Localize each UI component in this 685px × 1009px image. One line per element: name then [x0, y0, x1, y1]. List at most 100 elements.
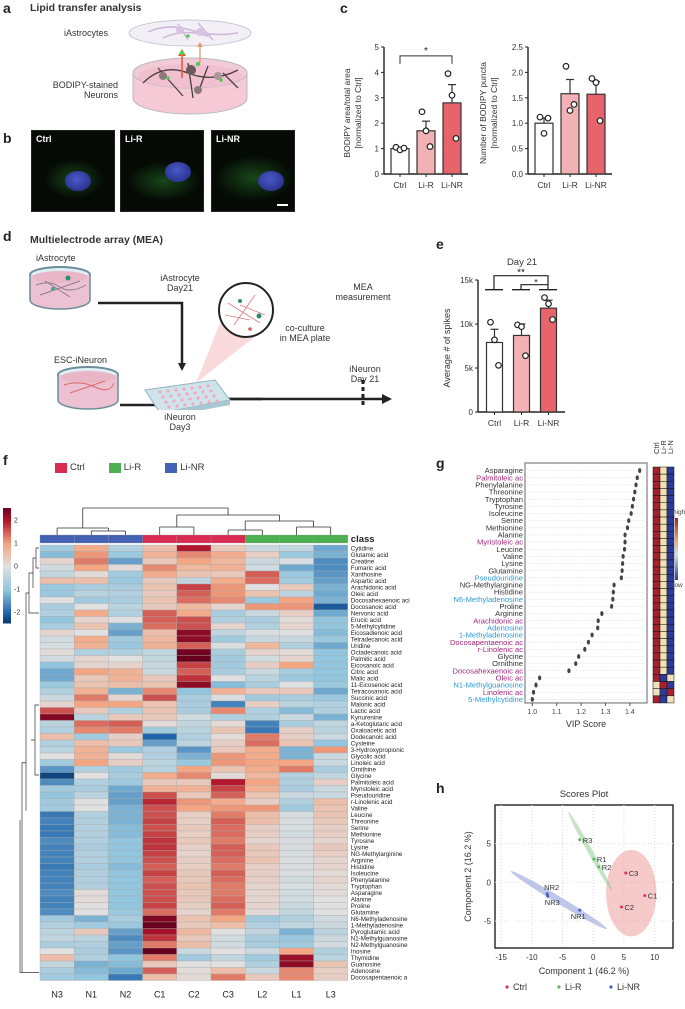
heatmap-column-label: N2: [120, 990, 132, 1000]
heatmap-row-label: Kynurenine: [351, 715, 383, 722]
heatmap-row-label: Dodecanoic acid: [351, 734, 397, 741]
coculture-label: co-culture in MEA plate: [270, 323, 340, 343]
y-tick-label: 2.0: [512, 68, 524, 77]
heatmap-row-label: Methionine: [351, 832, 382, 839]
vip-item-label: N1-Methylguanosine: [453, 681, 523, 690]
heatmap-row-label: Docosanoic acid: [351, 604, 397, 611]
heatmap-row-label: Tetracosanoic acid: [351, 689, 403, 696]
heatmap-row-label: a-Ketoglutaric acid: [351, 721, 403, 728]
heatmap-row-label: Eicosadienoic acid: [351, 630, 403, 637]
astrocyte-day-line1: iAstrocyte: [160, 273, 200, 283]
panel-a-letter: a: [3, 0, 11, 16]
svg-text:-1: -1: [14, 587, 20, 594]
heatmap-row-label: Isoleucine: [351, 871, 379, 878]
heatmap-row-label: 5-Methylcytidine: [351, 624, 396, 631]
x-tick-label: Ctrl: [537, 180, 550, 190]
y-tick-label: 1.5: [512, 94, 524, 103]
micrograph-label-li-r: Li-R: [125, 134, 143, 144]
heatmap-row-label: Proline: [351, 903, 371, 910]
svg-text:[normalized to Ctrl]: [normalized to Ctrl]: [489, 77, 499, 148]
vip-item-label: Glutamine: [488, 566, 523, 575]
ineuron-day21-line1: iNeuron: [349, 364, 381, 374]
svg-text:-2: -2: [14, 610, 20, 617]
mea-line1: MEA: [353, 282, 373, 292]
panel-h-letter: h: [436, 780, 445, 796]
pca-point-label: C3: [629, 869, 639, 878]
heatmap-column-label: L1: [291, 990, 301, 1000]
heatmap-row-label: Myristoleic acid: [351, 786, 394, 793]
svg-text:Day 21: Day 21: [507, 257, 537, 268]
heatmap-row-label: Alanine: [351, 897, 372, 904]
panel-d-letter: d: [3, 228, 12, 244]
heatmap-row-label: Eicosanoic acid: [351, 663, 395, 670]
legend-ctrl: Ctrl: [55, 462, 85, 473]
svg-text:0: 0: [591, 953, 596, 962]
panel-f-letter: f: [3, 452, 8, 468]
svg-text:Ctrl: Ctrl: [652, 442, 661, 454]
legend-swatch-li-r: [108, 462, 121, 473]
micrograph-label-li-nr: Li-NR: [216, 134, 240, 144]
heatmap-row-label: Arachidonic acid: [351, 585, 397, 592]
heatmap-row-label: Creatine: [351, 559, 375, 566]
coculture-line2: in MEA plate: [279, 333, 331, 343]
x-tick-label: Li-R: [514, 418, 530, 428]
heatmap-row-label: Pseudouridine: [351, 793, 391, 800]
heatmap-row-label: Inosine: [351, 949, 372, 956]
svg-text:*: *: [424, 46, 428, 57]
y-tick-label: 5k: [465, 364, 474, 373]
x-tick-label: Li-R: [418, 180, 434, 190]
legend-li-nr: Li-NR: [165, 462, 204, 473]
vip-item-label: Valine: [502, 552, 523, 561]
heatmap-column-label: L3: [326, 990, 336, 1000]
y-tick-label: 1: [375, 145, 380, 154]
svg-text:-5: -5: [484, 917, 492, 926]
svg-text:1.2: 1.2: [576, 709, 586, 716]
ineuron-day3-line1: iNeuron: [164, 412, 196, 422]
iastrocytes-label: iAstrocytes: [64, 28, 109, 38]
svg-text:**: **: [517, 268, 525, 279]
svg-text:Li-R: Li-R: [565, 982, 582, 992]
svg-text:*: *: [534, 278, 538, 288]
vip-item-label: Linolenic ac: [483, 688, 523, 697]
heatmap-column-label: C3: [222, 990, 234, 1000]
legend-label-ctrl: Ctrl: [70, 462, 85, 473]
astrocyte-day-line2: Day21: [166, 283, 193, 293]
heatmap-row-label: Erucic acid: [351, 617, 382, 624]
micrograph-label-ctrl: Ctrl: [36, 134, 52, 144]
heatmap-row-label: Palmitic acid: [351, 656, 386, 663]
svg-text:5: 5: [622, 953, 627, 962]
panel-d-title: Multielectrode array (MEA): [30, 234, 164, 246]
heatmap-row-label: Lysine: [351, 845, 369, 852]
ineuron-day3-line2: Day3: [169, 422, 191, 432]
heatmap-row-label: Adenosine: [351, 968, 381, 975]
y-tick-label: 0: [469, 408, 474, 417]
heatmap-class-legend: Ctrl Li-R Li-NR: [55, 462, 204, 473]
heatmap-row-label: Histidine: [351, 864, 375, 871]
vip-item-label: r-Linolenic ac: [478, 645, 523, 654]
micrograph-ctrl: Ctrl: [31, 130, 115, 212]
heatmap-row-label: Succinic acid: [351, 695, 388, 702]
heatmap-row-label: 11-Eicosenoic acid: [351, 682, 403, 689]
heatmap-row-label: Xanthosine: [351, 572, 383, 579]
mea-line2: measurement: [335, 292, 391, 302]
lipid-transfer-illustration: [128, 19, 252, 115]
y-tick-label: 0.5: [512, 145, 524, 154]
vip-item-label: Histidine: [494, 588, 523, 597]
pca-point-label: C1: [648, 891, 658, 900]
heatmap-row-label: Oleic acid: [351, 591, 379, 598]
y-tick-label: 0: [375, 170, 380, 179]
pca-point-label: R1: [597, 855, 607, 864]
heatmap-row-label: 1-Methyladenosine: [351, 923, 404, 930]
panel-g-letter: g: [436, 455, 445, 471]
legend-li-r: Li-R: [108, 462, 141, 473]
y-tick-label: 10k: [460, 320, 474, 329]
heatmap-column-label: N3: [51, 990, 63, 1000]
vip-item-label: Docosapentaenoic ac: [450, 638, 523, 647]
vip-item-label: Proline: [499, 602, 523, 611]
heatmap-row-label: Malonic acid: [351, 702, 386, 709]
svg-text:1.0: 1.0: [527, 709, 537, 716]
mea-measurement-label: MEA measurement: [335, 282, 391, 302]
svg-text:0: 0: [487, 878, 492, 887]
heatmap-row-label: N2-Methylguanosine: [351, 942, 408, 949]
y-tick-label: 15k: [460, 276, 474, 285]
